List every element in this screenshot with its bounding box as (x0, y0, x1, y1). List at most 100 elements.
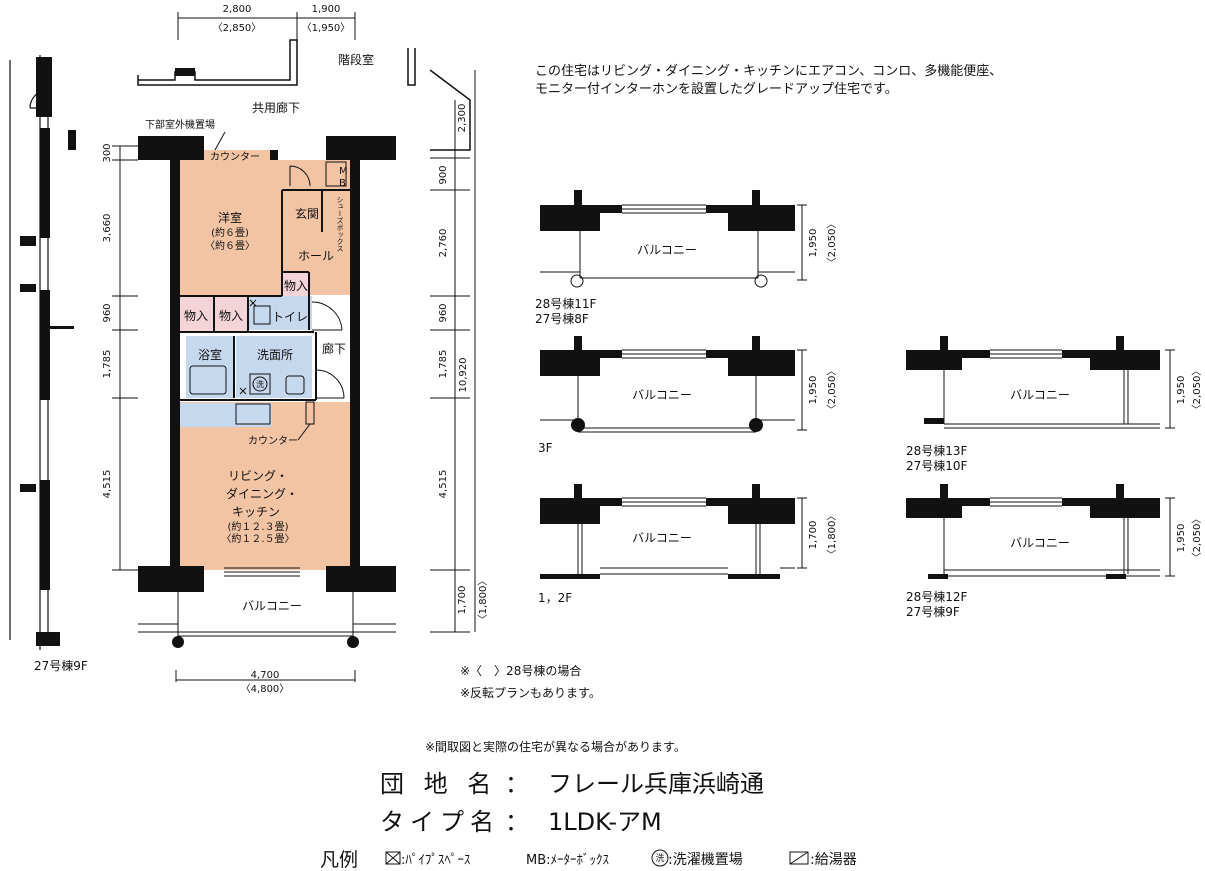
variant-3-dim-alt: 〈1,800〉 (826, 511, 838, 560)
ldk-size: (約１２.３畳) (228, 520, 289, 533)
note-1: ※〈 〉28号棟の場合 (460, 663, 581, 678)
variant-4-floor-1: 28号棟13F (906, 443, 968, 458)
top-dim-1-alt: 〈2,850〉 (213, 22, 262, 34)
left-dim-960: 960 (102, 303, 113, 322)
variant-1: バルコニー 1,950 〈2,050〉 28号棟11F 27号棟8F (535, 190, 838, 326)
right-dim-1785: 1,785 (438, 350, 449, 379)
right-dim-960: 960 (438, 303, 449, 322)
type-label: タイプ名 (380, 808, 500, 836)
type-sep: ： (505, 808, 535, 836)
bottom-dim-alt: 〈4,800〉 (241, 683, 290, 695)
interior-walls (176, 189, 350, 401)
legend-washer: :洗濯機置場 (668, 852, 743, 868)
complex-sep: ： (505, 770, 535, 798)
variant-3-dim: 1,700 (808, 521, 819, 550)
hall-label: ホール (298, 249, 334, 263)
washer-icon-glyph: 洗 (655, 852, 664, 864)
right-dim-1700: 1,700 (457, 586, 468, 615)
pipe-space-icon (385, 851, 401, 865)
right-dim-2760: 2,760 (438, 229, 449, 258)
left-dim-3660: 3,660 (102, 214, 113, 243)
legend-pipe-space: :ﾊﾟｲﾌﾟｽﾍﾟｰｽ (401, 853, 471, 868)
variant-1-dim: 1,950 (808, 229, 819, 258)
variant-2-floor-1: 3F (538, 441, 553, 455)
storage-label-2: 物入 (184, 309, 208, 323)
fixtures (189, 151, 305, 425)
mb-m-label: M (339, 166, 348, 177)
variant-1-floor-1: 28号棟11F (535, 296, 597, 311)
right-dim-900: 900 (438, 165, 449, 184)
variant-3-balcony: バルコニー (632, 531, 692, 545)
ldk-label-3: キッチン (232, 505, 280, 519)
floor-27-9f-label: 27号棟9F (34, 658, 88, 673)
room-fills (176, 150, 351, 570)
washroom-label: 洗面所 (257, 348, 293, 362)
variant-1-dim-alt: 〈2,050〉 (826, 219, 838, 268)
variant-5-dim-alt: 〈2,050〉 (1191, 514, 1203, 563)
complex-label: 団 地 名 (380, 770, 497, 798)
variant-1-floor-2: 27号棟8F (535, 311, 589, 326)
left-dim-300: 300 (102, 143, 113, 162)
balcony-main-label: バルコニー (242, 599, 302, 613)
left-dimensions (112, 145, 138, 571)
legend-title: 凡例 (320, 849, 358, 871)
description-line-1: この住宅はリビング・ダイニング・キッチンにエアコン、コンロ、多機能便座、 (535, 63, 1002, 79)
variant-2: バルコニー 1,950 〈2,050〉 3F (538, 336, 838, 455)
variant-3: バルコニー 1,700 〈1,800〉 1，2F (538, 484, 838, 605)
shoebox-label: シューズボックス (336, 196, 344, 252)
windows (224, 567, 300, 577)
right-dim-10920: 10,920 (458, 358, 469, 393)
ldk-size-alt: 〈約１２.５畳〉 (221, 532, 294, 545)
left-strip-walls (20, 57, 76, 646)
stairs-label: 階段室 (338, 52, 374, 67)
note-2: ※反転プランもあります。 (460, 686, 601, 700)
variant-4-dim-alt: 〈2,050〉 (1191, 366, 1203, 415)
variant-4-floor-2: 27号棟10F (906, 458, 968, 473)
top-dim-2-alt: 〈1,950〉 (302, 22, 351, 34)
variant-4: バルコニー 1,950 〈2,050〉 28号棟13F 27号棟10F (906, 336, 1203, 473)
left-dim-1785: 1,785 (102, 350, 113, 379)
upper-outline (137, 39, 471, 151)
storage-label-3: 物入 (219, 309, 243, 323)
hallway-label: 廊下 (322, 341, 346, 356)
counter-top-label: カウンター (210, 151, 260, 163)
disclaimer: ※間取図と実際の住宅が異なる場合があります。 (425, 739, 686, 754)
right-dim-1800: 〈1,800〉 (477, 576, 489, 625)
western-room-size-alt: 〈約６畳〉 (205, 239, 255, 252)
ldk-label-1: リビング・ (228, 469, 288, 483)
variant-4-dim: 1,950 (1176, 376, 1187, 405)
bath-label: 浴室 (198, 347, 222, 362)
top-dimensions (177, 12, 356, 40)
legend-meter-box: MB:ﾒｰﾀｰﾎﾞｯｸｽ (526, 853, 610, 868)
ldk-label-2: ダイニング・ (226, 486, 298, 501)
western-room-label: 洋室 (218, 210, 242, 225)
counter-mid-label: カウンター (248, 435, 298, 447)
storage-label-1: 物入 (284, 279, 308, 293)
variant-5-floor-1: 28号棟12F (906, 589, 968, 604)
variant-3-floor-1: 1，2F (538, 591, 572, 605)
bottom-dim: 4,700 (251, 670, 280, 681)
main-balcony (138, 592, 396, 642)
bottom-dimension (175, 670, 356, 682)
right-dim-4515: 4,515 (438, 470, 449, 499)
toilet-label: トイレ (272, 310, 308, 324)
variant-5-floor-2: 27号棟9F (906, 604, 960, 619)
variant-5: バルコニー 1,950 〈2,050〉 28号棟12F 27号棟9F (906, 484, 1203, 619)
variant-1-balcony: バルコニー (637, 243, 697, 257)
variant-5-balcony: バルコニー (1010, 536, 1070, 550)
outdoor-unit-label: 下部室外機置場 (145, 118, 215, 131)
left-dim-4515: 4,515 (102, 470, 113, 499)
type-name: 1LDK-アM (548, 808, 662, 836)
variant-4-balcony: バルコニー (1010, 388, 1070, 402)
washer-icon: 洗 (651, 849, 669, 867)
legend-water-heater: :給湯器 (810, 851, 857, 868)
water-heater-icon (789, 851, 809, 865)
variant-2-balcony: バルコニー (632, 388, 692, 402)
mb-b-label: B (339, 178, 346, 189)
complex-name: フレール兵庫浜崎通 (548, 770, 764, 798)
description-line-2: モニター付インターホンを設置したグレードアップ住宅です。 (535, 81, 898, 97)
entrance-label: 玄関 (295, 206, 319, 221)
common-corridor-label: 共用廊下 (252, 100, 300, 115)
washer-symbol: 洗 (256, 379, 264, 389)
